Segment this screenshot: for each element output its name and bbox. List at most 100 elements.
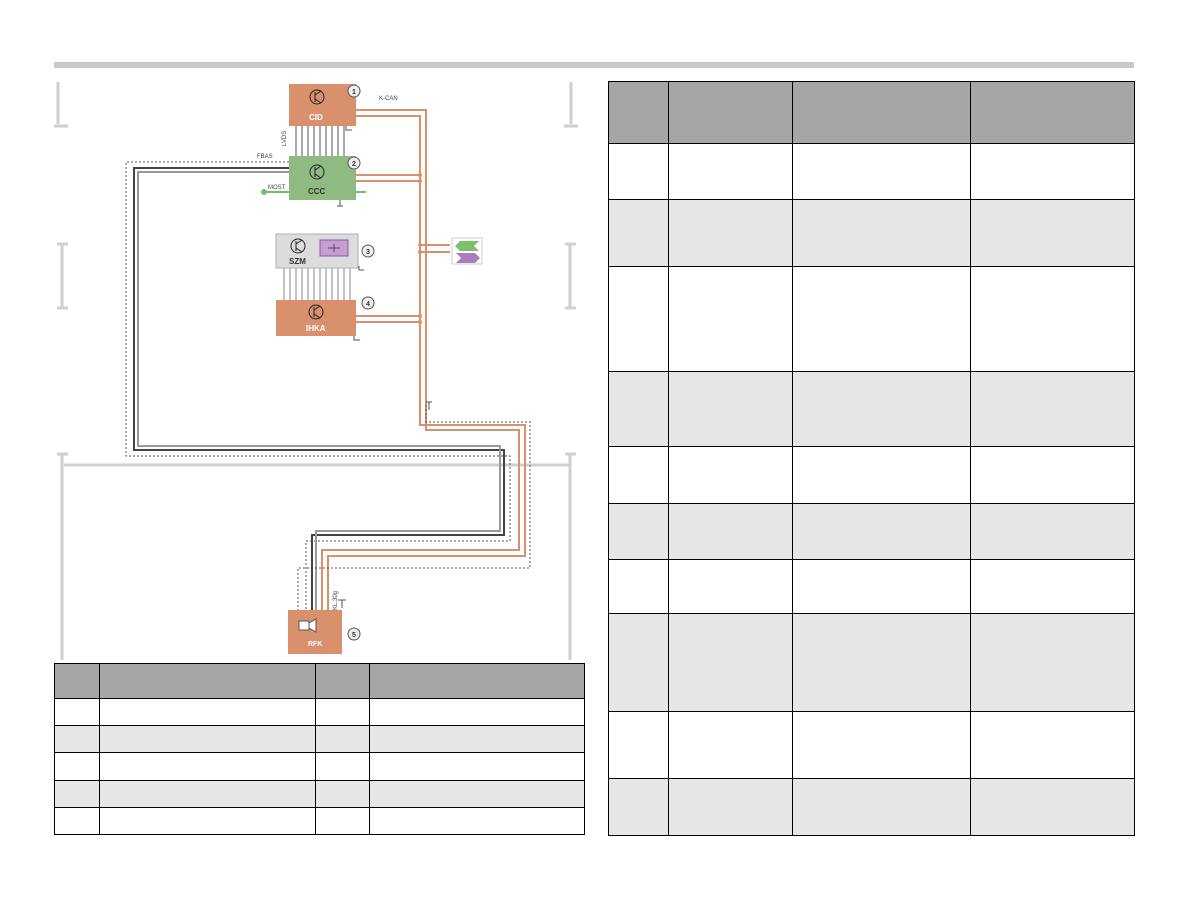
table-cell [970,143,1135,200]
table-cell [315,752,370,781]
table-row [608,199,1135,267]
table-cell [608,503,669,560]
table-cell [608,199,669,267]
main-header-cell [668,81,793,144]
component-cid: CID 1 [289,84,361,126]
table-row [608,613,1135,712]
table-cell [608,446,669,504]
table-cell [792,371,971,447]
fbas-label: FBAS [257,154,273,160]
connector-arrows-icon [451,237,483,265]
table-row [608,143,1135,200]
table-cell [315,725,370,753]
legend-table [54,663,585,835]
transistor-icon [308,304,324,320]
component-rfk: RFK 5 [288,610,361,654]
table-cell [99,752,316,781]
main-header-cell [608,81,669,144]
table-cell [668,711,793,779]
callout-5: 5 [352,632,356,639]
component-ihka: IHKA 4 [276,296,375,336]
table-cell [792,266,971,372]
table-cell [54,752,100,781]
table-cell [668,613,793,712]
table-cell [608,613,669,712]
table-cell [970,559,1135,614]
table-cell [99,780,316,808]
ground-symbols [337,126,432,608]
table-cell [970,199,1135,267]
table-cell [792,559,971,614]
table-row [608,446,1135,504]
callout-1: 1 [352,89,356,96]
table-cell [608,143,669,200]
legend-header-cell [99,663,316,699]
table-cell [970,266,1135,372]
table-cell [792,778,971,836]
table-cell [54,807,100,835]
wiring-diagram: CID 1 CCC 2 SZM 3 IHKA 4 [54,80,584,662]
vehicle-outline [54,82,578,660]
table-cell [668,266,793,372]
component-szm: SZM 3 [275,233,375,269]
table-cell [54,725,100,753]
component-ccc: CCC 2 [289,156,361,200]
table-cell [369,780,585,808]
table-cell [792,199,971,267]
transistor-icon [290,238,306,254]
legend-header-cell [315,663,370,699]
table-cell [315,780,370,808]
main-header-row [608,81,1135,144]
lvds-label: LVDS [282,131,288,146]
table-row [54,752,585,781]
kcan-label: K-CAN [379,96,398,102]
bus-dotted-loop [297,405,531,618]
table-cell [668,446,793,504]
table-cell [970,446,1135,504]
table-cell [54,780,100,808]
table-cell [369,752,585,781]
callout-4: 4 [366,301,370,308]
table-cell [668,559,793,614]
legend-header-cell [369,663,585,699]
table-cell [54,698,100,726]
table-cell [668,778,793,836]
table-cell [369,725,585,753]
kcan-junctions [418,173,422,324]
table-cell [792,446,971,504]
table-row [608,503,1135,560]
kl30g-label: KL.30g [333,591,339,610]
table-cell [608,371,669,447]
table-row [608,711,1135,779]
rfk-label: RFK [308,641,322,648]
szm-label: SZM [289,257,306,266]
table-row [54,698,585,726]
table-cell [369,807,585,835]
transistor-icon [309,164,325,180]
table-cell [668,503,793,560]
legend-header-cell [54,663,100,699]
table-cell [970,613,1135,712]
table-cell [608,266,669,372]
ihka-label: IHKA [306,324,326,333]
table-cell [99,725,316,753]
transistor-icon [309,89,325,105]
lvds-lines [295,126,345,156]
table-cell [792,503,971,560]
table-cell [369,698,585,726]
table-row [54,807,585,835]
main-header-cell [792,81,971,144]
cid-label: CID [309,113,323,122]
table-row [608,559,1135,614]
table-row [54,725,585,753]
ccc-label: CCC [308,187,326,196]
most-label: MOST [268,185,286,191]
table-cell [970,778,1135,836]
table-row [54,780,585,808]
main-table [608,81,1135,836]
szm-ihka-wires [283,268,351,300]
kcan-bus [321,109,526,616]
table-row [608,266,1135,372]
table-row [608,371,1135,447]
table-cell [315,698,370,726]
